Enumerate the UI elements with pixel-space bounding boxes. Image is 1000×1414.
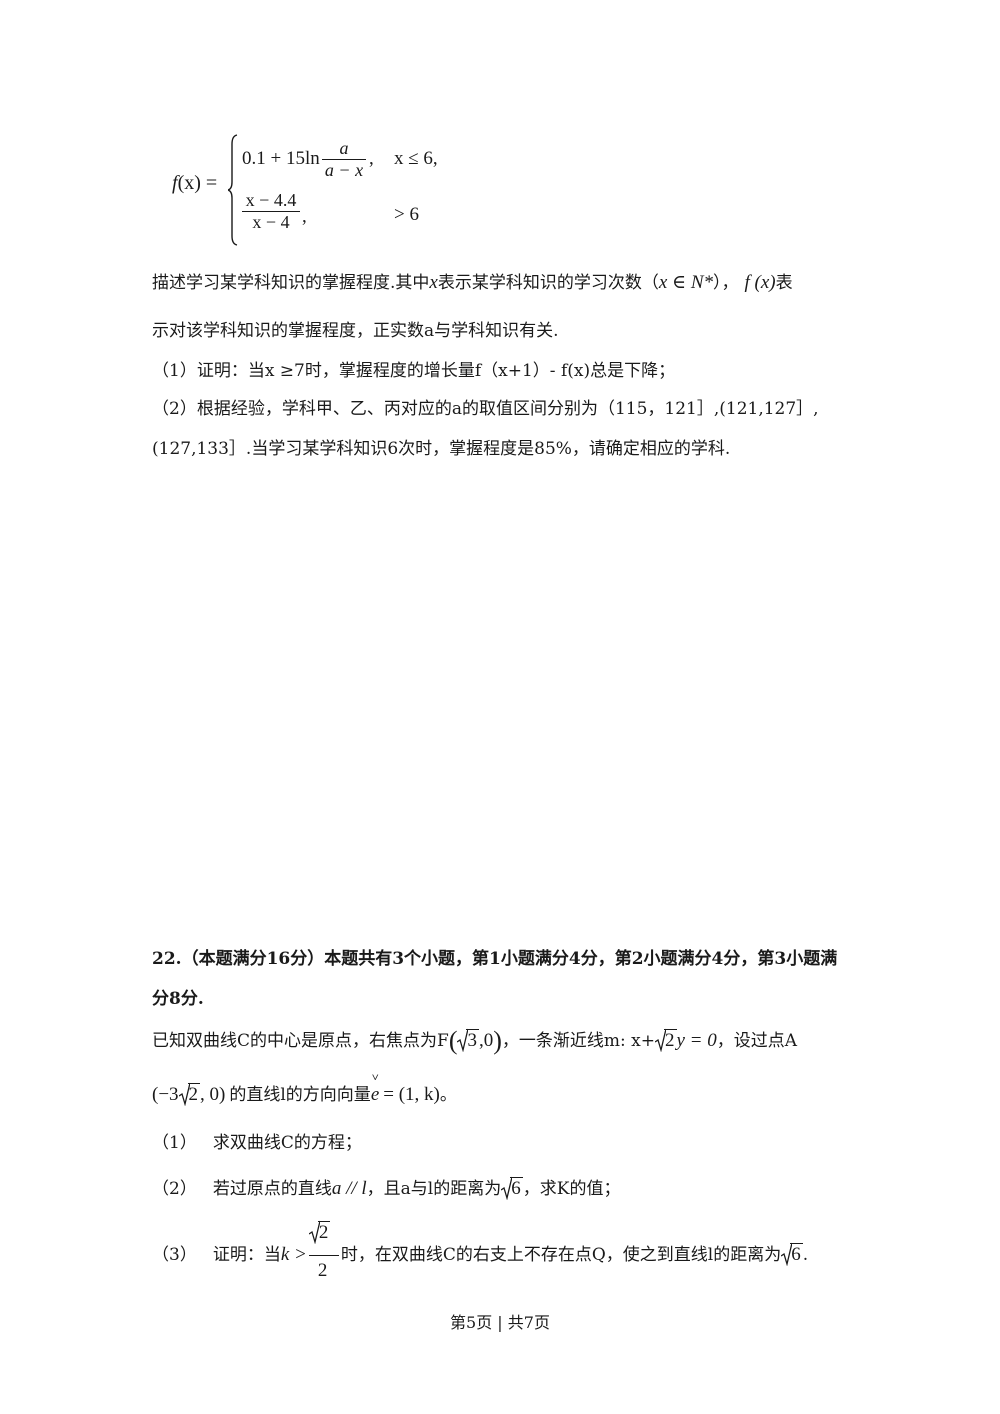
radicand-2: 2 — [664, 1029, 677, 1051]
asymptote-tail: y = 0 — [676, 1030, 717, 1051]
case1-condition: x ≤ 6, — [394, 148, 438, 169]
sqrt-6: 6 — [501, 1176, 523, 1200]
q22-header-line2: 分8分. — [152, 989, 204, 1009]
case2-numerator: x − 4.4 — [245, 190, 297, 210]
case2-denominator: x − 4 — [252, 212, 290, 232]
q21-part1: （1）证明：当x ≥7时，掌握程度的增长量f（x+1）- f(x)总是下降； — [152, 361, 676, 381]
q22-statement-line2: (−3 2, 0)的直线l的方向向量˅e= (1, k)。 — [152, 1070, 457, 1106]
q22-part2-mid: ，且a与l的距离为 — [366, 1179, 502, 1199]
left-brace — [228, 134, 238, 246]
q22-l2-end: 。 — [439, 1085, 457, 1105]
q22-l2-mid: 的直线l的方向向量 — [229, 1085, 371, 1105]
page-footer: 第5页 | 共7页 — [450, 1313, 550, 1332]
function-fx: f (x) — [744, 272, 776, 293]
fraction-numerator: 2 — [308, 1220, 331, 1244]
q22-header-line1: 22.（本题满分16分）本题共有3个小题，第1小题满分4分，第2小题满分4分，第… — [152, 949, 838, 969]
paren-right: ) — [493, 1026, 502, 1055]
fraction-bar — [308, 1254, 339, 1256]
parallel-relation: a // l — [331, 1178, 367, 1199]
case1-denominator: a − x — [324, 160, 364, 180]
sqrt-2-point: 2 — [178, 1082, 201, 1106]
radical-sign — [457, 1028, 469, 1052]
case1-fraction: a a − x — [322, 138, 366, 181]
q22-part3-pre: 证明：当 — [212, 1245, 281, 1265]
sqrt-2: 2 — [655, 1028, 677, 1052]
case1-numerator: a — [339, 138, 349, 158]
radicand-2: 2 — [187, 1083, 201, 1105]
q22-part3-mid: 时，在双曲线C的右支上不存在点Q，使之到直线l的距离为 — [340, 1245, 782, 1265]
q22-part3-end: . — [802, 1245, 809, 1265]
paren-left: ( — [448, 1026, 458, 1055]
sqrt-6: 6 — [781, 1242, 803, 1266]
case1-prefix: 0.1 + 15ln — [242, 148, 320, 169]
q21-line1-end: 表 — [775, 273, 793, 293]
function-lhs: f(x) = — [172, 172, 217, 195]
q21-line1-text: 描述学习某学科知识的掌握程度.其中 — [152, 273, 430, 293]
fraction-denominator: 2 — [317, 1259, 328, 1281]
q22-part1: （1） 求双曲线C的方程； — [152, 1128, 362, 1153]
q22-part3-label: （3） — [152, 1245, 197, 1265]
case1-comma: , — [369, 148, 374, 169]
focus-tail: ,0 — [478, 1030, 494, 1051]
radicand-6: 6 — [510, 1177, 523, 1199]
q21-line1-mid: 表示某学科知识的学习次数（ — [437, 273, 659, 293]
q22-part1-text: 求双曲线C的方程； — [212, 1133, 362, 1153]
case2-comma: , — [302, 206, 307, 227]
q22-l1-prefix: 已知双曲线C的中心是原点，右焦点为F — [152, 1031, 449, 1051]
q21-line1-after: ）， — [713, 273, 739, 293]
vector-e-letter: e — [370, 1084, 380, 1105]
q21-part2-line2: (127,133］.当学习某学科知识6次时，掌握程度是85%，请确定相应的学科. — [152, 439, 731, 459]
q22-part2-end: ，求K的值； — [522, 1179, 621, 1199]
radical-sign — [178, 1082, 190, 1106]
case2-fraction: x − 4.4 x − 4 — [242, 190, 300, 233]
point-a-tail: , 0) — [200, 1084, 226, 1105]
q22-part2-pre: 若过原点的直线 — [212, 1179, 332, 1199]
set-expression: x ∈ N* — [658, 272, 714, 293]
radicand-3: 3 — [466, 1029, 479, 1051]
q21-line1: 描述学习某学科知识的掌握程度.其中x表示某学科知识的学习次数（x ∈ N*），f… — [152, 268, 793, 294]
function-argument: (x) = — [177, 172, 218, 194]
radical-sign — [501, 1176, 513, 1200]
q22-part2: （2） 若过原点的直线a // l，且a与l的距离为 6，求K的值； — [152, 1174, 620, 1200]
case1-fraction-bar — [322, 159, 366, 160]
q22-part1-label: （1） — [152, 1133, 197, 1153]
radical-sign — [308, 1220, 320, 1244]
vector-e: ˅e — [370, 1070, 380, 1106]
vector-arrow-icon: ˅ — [371, 1070, 379, 1084]
q22-part2-label: （2） — [152, 1179, 197, 1199]
q22-l1-mid: ，一条渐近线m: x+ — [501, 1031, 655, 1051]
radical-sign — [781, 1242, 793, 1266]
sqrt-3: 3 — [457, 1028, 479, 1052]
point-a-prefix: (−3 — [152, 1084, 179, 1105]
k-inequality: k > — [280, 1244, 307, 1265]
vector-components: = (1, k) — [383, 1084, 440, 1105]
radical-sign — [655, 1028, 666, 1052]
function-name: f — [172, 172, 178, 194]
variable-x: x — [429, 272, 438, 293]
case2-fraction-bar — [242, 211, 300, 212]
q21-line2: 示对该学科知识的掌握程度，正实数a与学科知识有关. — [152, 321, 559, 341]
radicand-6: 6 — [790, 1243, 803, 1265]
case2-condition: > 6 — [394, 204, 419, 225]
radicand-2: 2 — [317, 1220, 331, 1243]
q22-l1-end: ，设过点A — [716, 1031, 798, 1051]
q21-part2-line1: （2）根据经验，学科甲、乙、丙对应的a的取值区间分别为（115，121］,(12… — [152, 399, 819, 419]
